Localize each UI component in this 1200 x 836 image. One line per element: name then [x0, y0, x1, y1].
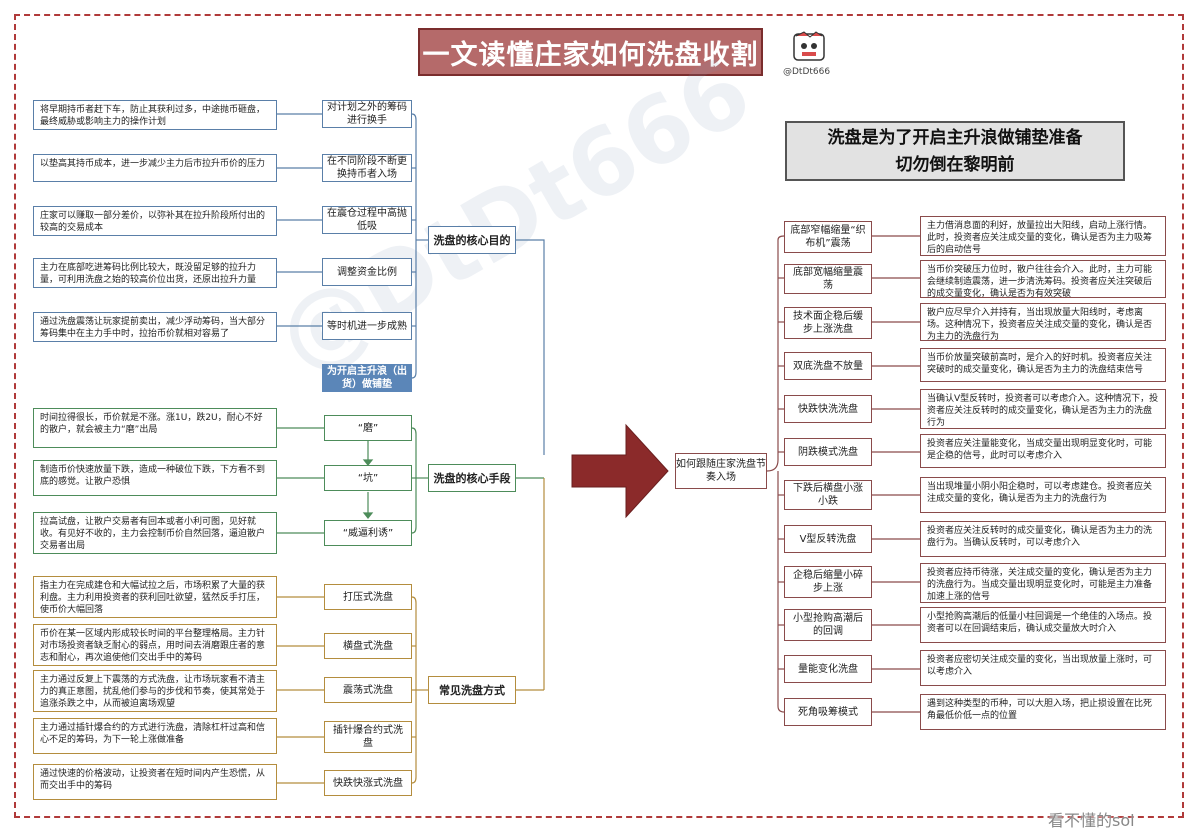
means-desc-2: 制造币价快速放量下跌，造成一种破位下跌，下方看不到底的感觉。让散户恐惧 — [33, 460, 277, 496]
purpose-item-1: 对计划之外的筹码进行换手 — [322, 100, 412, 128]
entry-desc-4: 当币价放量突破前高时，是介入的好时机。投资者应关注突破时的成交量变化，确认是否为… — [920, 348, 1166, 382]
means-item-2: “坑” — [324, 465, 412, 491]
dashed-frame — [14, 14, 1184, 818]
method-item-2: 横盘式洗盘 — [324, 633, 412, 659]
entry-desc-8: 投资者应关注反转时的成交量变化，确认是否为主力的洗盘行为。当确认反转时，可以考虑… — [920, 521, 1166, 557]
entry-desc-6: 投资者应关注量能变化，当成交量出现明显变化时，可能是企稳的信号，此时可以考虑介入 — [920, 434, 1166, 468]
entry-item-1: 底部窄幅缩量“织布机”震荡 — [784, 221, 872, 253]
purpose-item-5: 等时机进一步成熟 — [322, 312, 412, 340]
entry-item-12: 死角吸筹模式 — [784, 698, 872, 726]
category-means: 洗盘的核心手段 — [428, 464, 516, 492]
callout-line-2: 切勿倒在黎明前 — [895, 155, 1015, 175]
method-item-5: 快跌快涨式洗盘 — [324, 770, 412, 796]
author-handle: @DtDt666 — [783, 67, 831, 77]
entry-item-8: V型反转洗盘 — [784, 525, 872, 553]
method-item-3: 震荡式洗盘 — [324, 677, 412, 703]
means-item-1: “磨” — [324, 415, 412, 441]
entry-desc-10: 小型抢购高潮后的低量小柱回调是一个绝佳的入场点。投资者可以在回调结束后，确认成交… — [920, 607, 1166, 643]
footer-watermark: 看不懂的sol — [1048, 811, 1135, 830]
purpose-item-3: 在震仓过程中高抛低吸 — [322, 206, 412, 234]
method-item-1: 打压式洗盘 — [324, 584, 412, 610]
purpose-item-4: 调整资金比例 — [322, 258, 412, 286]
method-desc-3: 主力通过反复上下震荡的方式洗盘，让市场玩家看不清主力的真正意图，扰乱他们参与的步… — [33, 670, 277, 712]
entry-desc-1: 主力借消息面的利好，放量拉出大阳线，启动上涨行情。此时，投资者应关注成交量的变化… — [920, 216, 1166, 256]
method-item-4: 插针爆合约式洗盘 — [324, 721, 412, 753]
purpose-desc-1: 将早期持币者赶下车，防止其获利过多，中途抛币砸盘，最终威胁或影响主力的操作计划 — [33, 100, 277, 130]
purpose-highlight: 为开启主升浪（出货）做铺垫 — [322, 364, 412, 392]
entry-item-5: 快跌快洗洗盘 — [784, 395, 872, 423]
method-desc-4: 主力通过插针爆合约的方式进行洗盘，清除杠杆过高和信心不足的筹码，为下一轮上涨做准… — [33, 718, 277, 754]
category-purpose: 洗盘的核心目的 — [428, 226, 516, 254]
entry-desc-7: 当出现堆量小阴小阳企稳时，可以考虑建仓。投资者应关注成交量的变化，确认是否为主力… — [920, 477, 1166, 513]
avatar-logo-icon — [793, 31, 825, 61]
entry-desc-2: 当币价突破压力位时，散户往往会介入。此时，主力可能会继续制造震荡，进一步清洗筹码… — [920, 260, 1166, 299]
method-desc-5: 通过快速的价格波动，让投资者在短时间内产生恐慌，从而交出手中的筹码 — [33, 764, 277, 800]
category-methods: 常见洗盘方式 — [428, 676, 516, 704]
entry-desc-3: 散户应尽早介入并持有，当出现放量大阳线时，考虑离场。这种情况下，投资者应关注成交… — [920, 303, 1166, 342]
entry-desc-11: 投资者应密切关注成交量的变化，当出现放量上涨时，可以考虑介入 — [920, 650, 1166, 686]
entry-item-6: 阴跌模式洗盘 — [784, 438, 872, 466]
entry-item-10: 小型抢购高潮后的回调 — [784, 609, 872, 641]
entry-desc-5: 当确认V型反转时，投资者可以考虑介入。这种情况下，投资者应关注反转时的成交量变化… — [920, 389, 1166, 429]
means-item-3: “威逼利诱” — [324, 520, 412, 546]
entry-item-4: 双底洗盘不放量 — [784, 352, 872, 380]
entry-item-11: 量能变化洗盘 — [784, 655, 872, 683]
purpose-desc-5: 通过洗盘震荡让玩家提前卖出，减少浮动筹码，当大部分筹码集中在主力手中时，拉抬币价… — [33, 312, 277, 342]
callout-line-1: 洗盘是为了开启主升浪做铺垫准备 — [827, 128, 1083, 148]
purpose-desc-4: 主力在底部吃进筹码比例比较大，既没留足够的拉升力量，可利用洗盘之始的较高价位出货… — [33, 258, 277, 288]
entry-desc-9: 投资者应持币待涨，关注成交量的变化，确认是否为主力的洗盘行为。当成交量出现明显变… — [920, 563, 1166, 603]
method-desc-1: 指主力在完成建仓和大幅试拉之后，市场积累了大量的获利盘。主力利用投资者的获利回吐… — [33, 576, 277, 618]
big-arrow-icon — [571, 423, 669, 519]
callout-box: 洗盘是为了开启主升浪做铺垫准备 切勿倒在黎明前 — [785, 121, 1125, 181]
purpose-item-2: 在不同阶段不断更换持币者入场 — [322, 154, 412, 182]
page-title: 一文读懂庄家如何洗盘收割 — [418, 28, 763, 76]
means-desc-1: 时间拉得很长，币价就是不涨。涨1U，跌2U，耐心不好的散户，就会被主力“磨”出局 — [33, 408, 277, 448]
method-desc-2: 币价在某一区域内形成较长时间的平台整理格局。主力针对市场投资者缺乏耐心的弱点，用… — [33, 624, 277, 666]
entry-item-2: 底部宽幅缩量震荡 — [784, 264, 872, 294]
entry-item-7: 下跌后横盘小涨小跌 — [784, 480, 872, 510]
means-desc-3: 拉高试盘，让散户交易者有回本或者小利可图，见好就收。有见好不收的，主力会控制币价… — [33, 512, 277, 554]
purpose-desc-2: 以垫高其持币成本，进一步减少主力后市拉升币价的压力 — [33, 154, 277, 182]
entry-desc-12: 遇到这种类型的币种，可以大胆入场，把止损设置在比死角最低价低一点的位置 — [920, 694, 1166, 730]
entry-item-3: 技术面企稳后缓步上涨洗盘 — [784, 307, 872, 339]
purpose-desc-3: 庄家可以赚取一部分差价，以弥补其在拉升阶段所付出的较高的交易成本 — [33, 206, 277, 236]
entry-item-9: 企稳后缩量小碎步上涨 — [784, 566, 872, 598]
center-node: 如何跟随庄家洗盘节奏入场 — [675, 453, 767, 489]
